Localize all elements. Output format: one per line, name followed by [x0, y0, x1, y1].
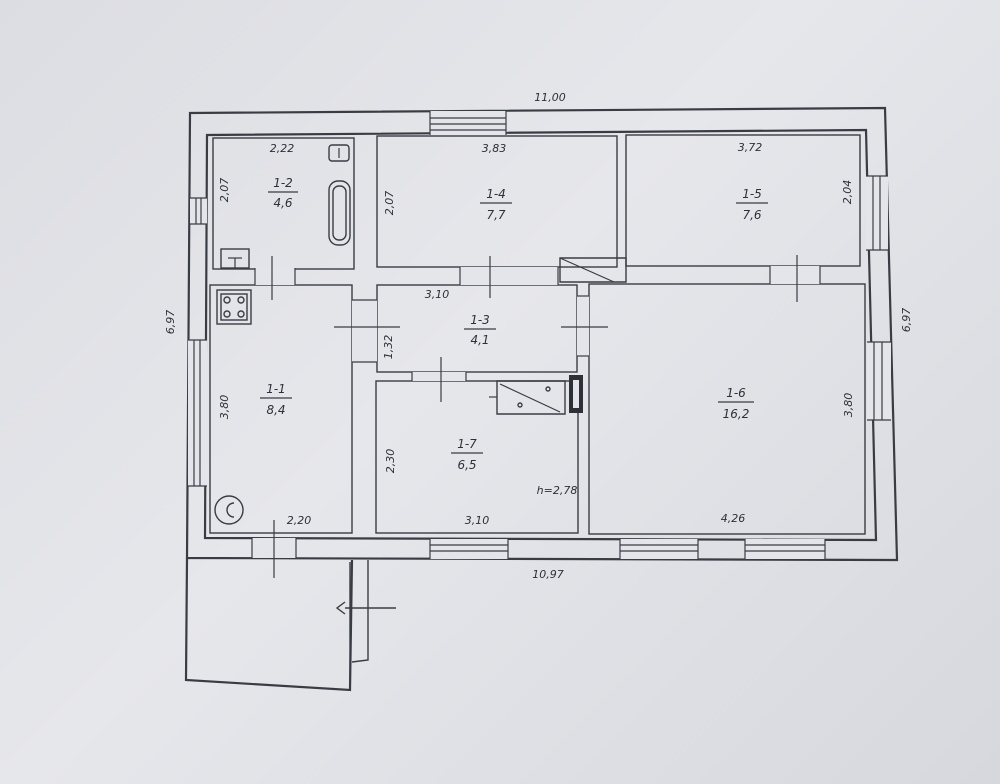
room-1-4-area: 7,7	[486, 208, 505, 222]
dim-1-6-width: 4,26	[721, 512, 746, 525]
dim-bottom: 10,97	[532, 568, 564, 581]
room-1-7-label: 1-7 6,5	[451, 437, 483, 472]
dim-1-3-height: 1,32	[382, 335, 395, 360]
stair-icon	[559, 257, 627, 283]
window-top	[429, 111, 507, 135]
door-1-2	[254, 256, 296, 300]
dim-1-7-height: 2,30	[384, 449, 397, 474]
room-1-7-id: 1-7	[457, 437, 477, 451]
room-1-6-label: 1-6 16,2	[718, 386, 754, 421]
dim-1-6-height: 3,80	[842, 393, 855, 418]
dimension-labels: 11,00 10,97 6,97 6,97 2,22 2,07 3,83 2,0…	[164, 91, 913, 581]
room-1-2-area: 4,6	[273, 196, 292, 210]
toilet-icon	[220, 248, 250, 269]
room-1-5-id: 1-5	[742, 187, 762, 201]
sink-icon	[328, 144, 350, 162]
dim-1-5-height: 2,04	[841, 180, 854, 205]
window-right-lower	[867, 341, 891, 421]
room-1-3-label: 1-3 4,1	[464, 313, 496, 347]
entrance-porch	[184, 557, 396, 692]
dim-1-1-height: 3,80	[218, 395, 231, 420]
window-bottom-1	[429, 539, 509, 559]
room-1-7-area: 6,5	[457, 458, 476, 472]
furnace-icon	[489, 375, 583, 415]
bathtub-icon	[328, 180, 351, 246]
stove-icon	[216, 289, 252, 325]
room-1-6-area: 16,2	[723, 407, 750, 421]
room-labels: 1-2 4,6 1-4 7,7 1-5 7,6 1-3 4,1 1-1 8,4 …	[260, 176, 768, 472]
dim-1-7-width: 3,10	[465, 514, 490, 527]
door-1-7	[411, 357, 467, 402]
room-1-6-id: 1-6	[726, 386, 746, 400]
dim-1-5-width: 3,72	[738, 141, 763, 154]
window-left-upper	[190, 197, 207, 225]
window-right-upper	[866, 175, 888, 251]
room-1-3-id: 1-3	[470, 313, 490, 327]
windows	[188, 111, 891, 559]
room-1-4-label: 1-4 7,7	[480, 187, 512, 222]
dim-1-3-width: 3,10	[425, 288, 450, 301]
doors	[251, 255, 821, 578]
room-1-4-id: 1-4	[486, 187, 506, 201]
window-bottom-2	[619, 539, 699, 559]
fixtures	[214, 144, 627, 525]
room-1-5-label: 1-5 7,6	[736, 187, 768, 222]
room-outlines	[209, 134, 866, 535]
door-entrance	[251, 520, 297, 578]
window-left-lower	[188, 339, 207, 487]
dim-left: 6,97	[164, 310, 177, 335]
dim-1-4-width: 3,83	[482, 142, 507, 155]
dim-1-2-width: 2,22	[270, 142, 295, 155]
room-1-1-label: 1-1 8,4	[260, 382, 292, 417]
door-1-1-to-1-3	[334, 299, 400, 363]
room-1-6-outline	[588, 283, 866, 535]
door-1-5	[769, 255, 821, 302]
room-1-1-id: 1-1	[266, 382, 286, 396]
room-1-7-outline	[375, 380, 579, 534]
dim-top: 11,00	[534, 91, 566, 104]
room-1-1-area: 8,4	[266, 403, 285, 417]
boiler-icon	[214, 495, 244, 525]
dim-1-4-height: 2,07	[383, 191, 396, 216]
room-1-5-outline	[625, 134, 861, 267]
dim-1-1-width: 2,20	[287, 514, 312, 527]
room-1-5-area: 7,6	[742, 208, 761, 222]
room-1-2-id: 1-2	[273, 176, 293, 190]
room-1-2-label: 1-2 4,6	[268, 176, 298, 210]
dim-right: 6,97	[900, 308, 913, 333]
window-bottom-3	[744, 539, 826, 559]
room-1-3-area: 4,1	[470, 333, 489, 347]
room-1-4-outline	[376, 135, 618, 268]
door-1-3-to-1-6	[561, 295, 608, 357]
ceiling-height: h=2,78	[537, 484, 578, 497]
dim-1-2-height: 2,07	[218, 178, 231, 203]
door-1-4	[459, 256, 559, 298]
